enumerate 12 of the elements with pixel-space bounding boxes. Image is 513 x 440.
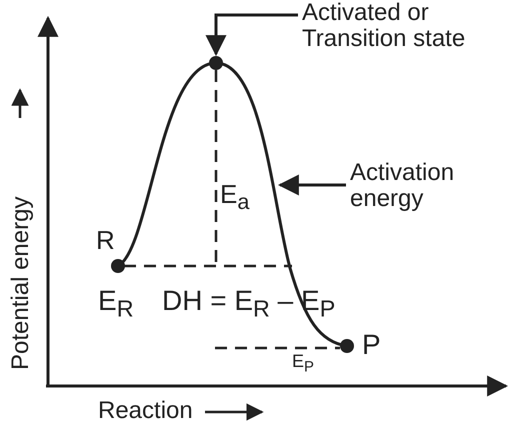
leader-arrow <box>278 174 346 196</box>
callout-label: Activated or Transition state <box>302 0 472 53</box>
arrow <box>206 14 298 56</box>
energy-symbol: E$_{P}$ <box>292 352 314 376</box>
axis-title: Reaction <box>98 398 193 424</box>
point-label: R <box>96 226 115 255</box>
point-label: P <box>362 330 381 361</box>
callout-label: Activation energy <box>350 160 500 213</box>
peak-dot <box>209 56 223 70</box>
axis-title: Potential energy <box>8 196 34 370</box>
energy-symbol: E$_{R}$ <box>98 286 134 322</box>
energy-symbol: E$_{a}$ <box>220 180 250 214</box>
